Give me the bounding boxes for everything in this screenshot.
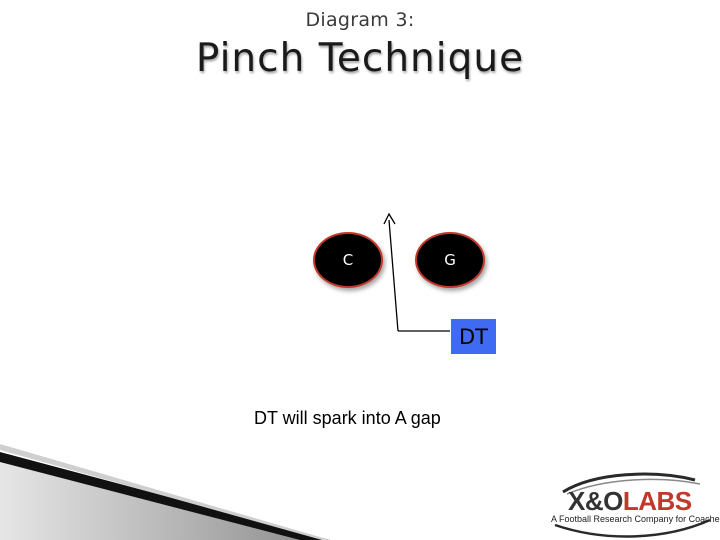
decorative-swoosh (0, 444, 330, 540)
slide-subtitle: Diagram 3: (305, 9, 415, 31)
logo-name-part1: X&O (568, 486, 623, 516)
defensive-tackle-box: DT (451, 319, 496, 354)
center-player: C (313, 232, 383, 288)
logo-swoosh (554, 472, 711, 538)
logo-name-part2: LABS (622, 486, 692, 516)
logo-tagline: A Football Research Company for Coaches (551, 514, 720, 524)
diagram-caption: DT will spark into A gap (254, 408, 441, 428)
center-label: C (342, 251, 354, 269)
slide-title: Pinch Technique (195, 36, 525, 81)
guard-label: G (444, 251, 456, 269)
dt-label: DT (459, 324, 488, 349)
company-logo: X&OLABS (568, 486, 692, 517)
guard-player: G (415, 232, 485, 288)
